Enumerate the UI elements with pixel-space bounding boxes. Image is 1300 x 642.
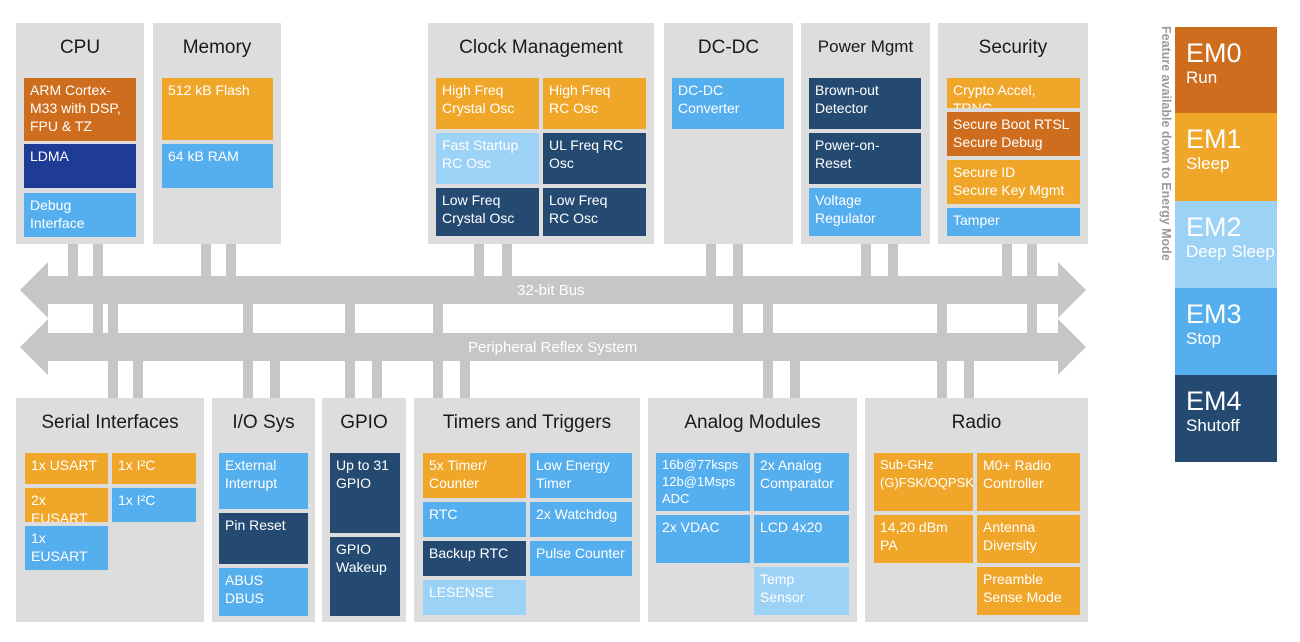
legend-em0: EM0 Run bbox=[1175, 27, 1277, 113]
legend-title: Feature available down to Energy Mode bbox=[1159, 26, 1173, 261]
block-flash: 512 kB Flash bbox=[162, 78, 273, 140]
bus-prs-arrow bbox=[20, 319, 1086, 375]
legend-em2: EM2 Deep Sleep bbox=[1175, 201, 1277, 288]
panel-title-radio: Radio bbox=[951, 412, 1002, 433]
block-i2c-a: 1x I²C bbox=[112, 453, 196, 484]
block-pulse-counter: Pulse Counter bbox=[530, 541, 632, 576]
block-watchdog: 2x Watchdog bbox=[530, 502, 632, 537]
panel-title-cpu: CPU bbox=[59, 37, 101, 58]
block-lcd: LCD 4x20 bbox=[754, 515, 849, 563]
block-pin-reset: Pin Reset bbox=[219, 513, 308, 564]
panel-memory: Memory 512 kB Flash 64 kB RAM bbox=[153, 23, 281, 244]
panel-title-analog: Analog Modules bbox=[684, 412, 821, 433]
block-ram: 64 kB RAM bbox=[162, 144, 273, 188]
block-eusart-1x: 1x EUSART bbox=[25, 526, 108, 570]
legend-em1: EM1 Sleep bbox=[1175, 113, 1277, 201]
panel-cpu: CPU ARM Cortex-M33 with DSP,FPU & TZ LDM… bbox=[16, 23, 144, 244]
panel-timers-triggers: Timers and Triggers 5x Timer/Counter Low… bbox=[414, 398, 640, 622]
panel-security: Security Crypto Accel, TRNG Secure Boot … bbox=[938, 23, 1088, 244]
block-usart: 1x USART bbox=[25, 453, 108, 484]
legend-em4: EM4 Shutoff bbox=[1175, 375, 1277, 462]
panel-title-clock: Clock Management bbox=[459, 37, 623, 58]
panel-title-security: Security bbox=[978, 37, 1048, 58]
panel-title-dcdc: DC-DC bbox=[697, 37, 760, 58]
block-timer-counter: 5x Timer/Counter bbox=[423, 453, 526, 498]
panel-title-gpio: GPIO bbox=[340, 412, 388, 433]
bus-32bit-arrow bbox=[20, 262, 1086, 318]
panel-title-memory: Memory bbox=[182, 37, 252, 58]
block-tamper: Tamper bbox=[947, 208, 1080, 236]
block-power-on-reset: Power-on-Reset bbox=[809, 133, 921, 184]
panel-title-timers: Timers and Triggers bbox=[442, 412, 612, 433]
panel-title-io: I/O Sys bbox=[232, 412, 295, 433]
block-eusart-2x: 2x EUSART bbox=[25, 488, 108, 522]
block-lesense: LESENSE bbox=[423, 580, 526, 615]
block-vdac: 2x VDAC bbox=[656, 515, 750, 563]
block-backup-rtc: Backup RTC bbox=[423, 541, 526, 576]
block-rtc: RTC bbox=[423, 502, 526, 537]
panel-title-serial: Serial Interfaces bbox=[41, 412, 179, 433]
block-i2c-b: 1x I²C bbox=[112, 488, 196, 522]
block-arm-cortex: ARM Cortex-M33 with DSP,FPU & TZ bbox=[24, 78, 136, 141]
block-crypto-accel: Crypto Accel, TRNG bbox=[947, 78, 1080, 108]
bus-prs-label: Peripheral Reflex System bbox=[468, 339, 638, 356]
panel-serial-interfaces: Serial Interfaces 1x USART 1x I²C 2x EUS… bbox=[16, 398, 204, 622]
block-subghz: Sub-GHz(G)FSK/OQPSK) bbox=[874, 453, 973, 511]
panel-title-power: Power Mgmt bbox=[817, 37, 914, 56]
bus-32bit-label: 32-bit Bus bbox=[517, 282, 585, 299]
block-ldma: LDMA bbox=[24, 144, 136, 188]
legend-em3: EM3 Stop bbox=[1175, 288, 1277, 375]
